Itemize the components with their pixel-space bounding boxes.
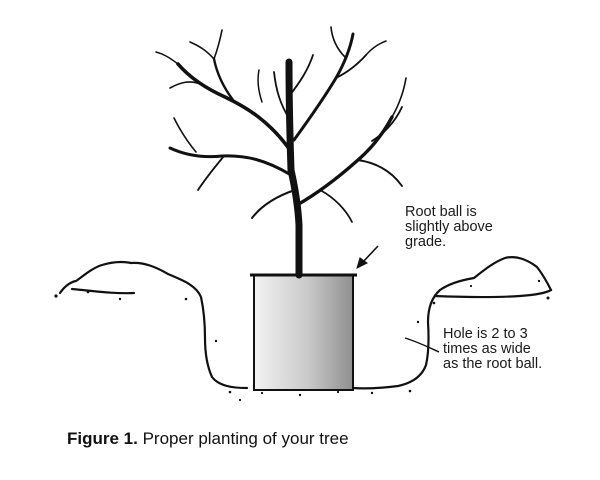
root-ball-annotation-line: slightly above: [405, 219, 493, 235]
soil-speckles: [54, 279, 550, 402]
figure-label: Figure 1.: [67, 429, 138, 448]
hole-annotation-line: as the root ball.: [443, 356, 543, 372]
root-ball-annotation-line: Root ball is: [405, 204, 477, 220]
leader-lines: [356, 245, 440, 353]
root-ball-annotation: Root ball is slightly above grade.: [405, 205, 493, 250]
hole-annotation-line: times as wide: [443, 341, 531, 357]
tree: [155, 26, 407, 279]
root-ball: [253, 274, 354, 391]
hole-width-annotation: Hole is 2 to 3 times as wide as the root…: [443, 327, 542, 372]
figure-caption-text: Proper planting of your tree: [137, 429, 349, 448]
planting-hole: [58, 256, 553, 390]
hole-annotation-line: Hole is 2 to 3: [443, 326, 528, 342]
root-ball-annotation-line: grade.: [405, 234, 447, 250]
figure-caption: Figure 1. Proper planting of your tree: [67, 429, 349, 449]
